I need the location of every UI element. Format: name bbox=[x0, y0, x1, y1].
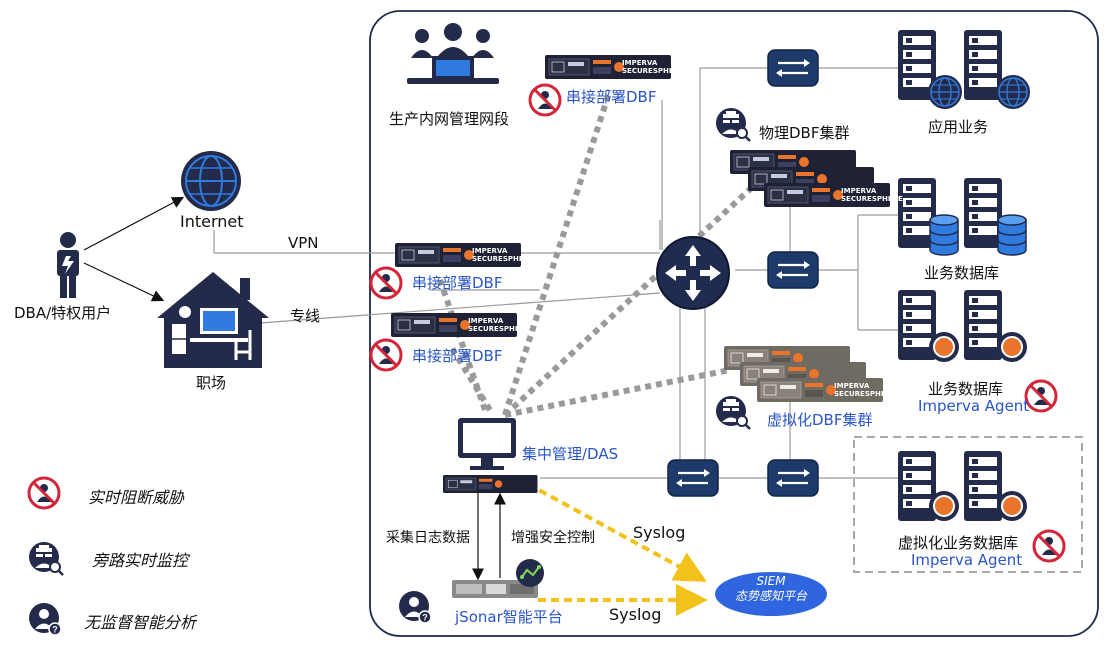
internet-globe-icon bbox=[181, 151, 241, 211]
brand-line-2: SECURESPHERE bbox=[468, 325, 530, 333]
spy-badge-virtual bbox=[714, 394, 752, 431]
block-badge-dedicated bbox=[369, 338, 403, 372]
brand-line-2: SECURESPHERE bbox=[841, 195, 903, 203]
appliance-brand-label: IMPERVA SECURESPHERE bbox=[622, 59, 684, 75]
siem-line1: SIEM bbox=[756, 574, 786, 588]
physical-cluster-label: 物理DBF集群 bbox=[759, 124, 850, 142]
switch-top bbox=[766, 48, 820, 88]
brand-line-1: IMPERVA bbox=[472, 247, 508, 255]
syslog-label-1: Syslog bbox=[633, 523, 686, 542]
dba-user-icon bbox=[57, 232, 79, 298]
block-badge-db2 bbox=[1024, 379, 1058, 413]
block-badge-vpn bbox=[369, 266, 403, 300]
siem-line2: 态势感知平台 bbox=[734, 589, 807, 603]
brand-line-1: IMPERVA bbox=[468, 317, 504, 325]
siem-ellipse bbox=[715, 572, 827, 616]
legend-block-user-icon bbox=[27, 476, 61, 510]
biz-db1-label: 业务数据库 bbox=[924, 264, 1000, 282]
datacenter-border bbox=[369, 10, 1099, 637]
network-links bbox=[213, 67, 898, 479]
biz-db2-agent-label: Imperva Agent bbox=[918, 397, 1030, 415]
management-dotted-links bbox=[437, 89, 763, 418]
appliance-brand-label: IMPERVA SECURESPHERE bbox=[834, 382, 896, 398]
virt-db-agent-icon-1 bbox=[928, 490, 960, 522]
brand-line-1: IMPERVA bbox=[834, 382, 870, 390]
virt-db-server-2 bbox=[964, 451, 1002, 521]
legend-label-monitor: 旁路实时监控 bbox=[92, 551, 189, 570]
workplace-house-icon bbox=[157, 272, 269, 368]
enhance-control-label: 增强安全控制 bbox=[511, 530, 595, 546]
virtual-cluster-label: 虚拟化DBF集群 bbox=[767, 411, 873, 429]
jsonar-analytics-icon bbox=[516, 559, 544, 587]
jsonar-appliance bbox=[452, 580, 538, 598]
block-badge-top bbox=[528, 83, 562, 117]
appliance-brand-label: IMPERVA SECURESPHERE bbox=[472, 247, 534, 263]
jsonar-label: jSonar智能平台 bbox=[455, 608, 563, 626]
vpn-label: VPN bbox=[288, 234, 319, 252]
brand-line-1: IMPERVA bbox=[622, 59, 658, 67]
biz-db1-cylinder-2 bbox=[997, 214, 1027, 256]
central-monitor-icon bbox=[458, 418, 516, 470]
switch-bottom-left bbox=[666, 458, 720, 498]
appliance-brand-label: IMPERVA SECURESPHERE bbox=[841, 187, 903, 203]
biz-db2-label: 业务数据库 bbox=[928, 380, 1004, 398]
core-router-icon bbox=[656, 236, 730, 310]
prod-segment-label: 生产内网管理网段 bbox=[389, 110, 510, 128]
brand-line-1: IMPERVA bbox=[841, 187, 877, 195]
dbf-inline-label-vpn: 串接部署DBF bbox=[412, 274, 503, 292]
biz-db1-server-2 bbox=[964, 178, 1002, 248]
legend-label-block: 实时阻断威胁 bbox=[88, 488, 185, 507]
biz-db2-agent-icon-1 bbox=[928, 331, 960, 363]
biz-db2-server-2 bbox=[964, 290, 1002, 360]
people-laptop-icon bbox=[407, 23, 499, 84]
switch-bottom-right bbox=[766, 458, 820, 498]
app-globe-icon-2 bbox=[995, 74, 1031, 110]
biz-db1-cylinder-1 bbox=[929, 214, 959, 256]
app-globe-icon-1 bbox=[927, 74, 963, 110]
dbf-inline-label-dedicated: 串接部署DBF bbox=[412, 347, 503, 365]
brand-line-2: SECURESPHERE bbox=[472, 255, 534, 263]
workplace-label: 职场 bbox=[196, 374, 227, 392]
switch-middle bbox=[766, 250, 820, 290]
app-business-label: 应用业务 bbox=[928, 118, 989, 136]
appliance-brand-label: IMPERVA SECURESPHERE bbox=[468, 317, 530, 333]
biz-db2-agent-icon-2 bbox=[996, 331, 1028, 363]
legend-user-analysis-icon bbox=[28, 602, 62, 636]
virt-db-agent-label: Imperva Agent bbox=[911, 551, 1023, 569]
collect-logs-label: 采集日志数据 bbox=[386, 530, 470, 546]
brand-line-2: SECURESPHERE bbox=[622, 67, 684, 75]
dedicated-line-label: 专线 bbox=[290, 307, 321, 325]
central-mgmt-label: 集中管理/DAS bbox=[522, 445, 619, 463]
spy-badge-physical bbox=[714, 106, 752, 143]
dbf-inline-label-top: 串接部署DBF bbox=[566, 88, 657, 106]
dba-user-label: DBA/特权用户 bbox=[14, 304, 112, 322]
analysis-badge-jsonar bbox=[398, 590, 432, 624]
legend-spy-monitor-icon bbox=[27, 540, 65, 577]
siem-label: SIEM 态势感知平台 bbox=[715, 574, 827, 604]
internet-label: Internet bbox=[180, 212, 244, 231]
das-appliance bbox=[442, 474, 538, 494]
brand-line-2: SECURESPHERE bbox=[834, 390, 896, 398]
syslog-label-2: Syslog bbox=[609, 605, 662, 624]
virt-db-label: 虚拟化业务数据库 bbox=[898, 534, 1019, 552]
virt-db-agent-icon-2 bbox=[996, 490, 1028, 522]
block-badge-virt-db bbox=[1032, 529, 1066, 563]
legend-label-analysis: 无监督智能分析 bbox=[84, 613, 197, 632]
